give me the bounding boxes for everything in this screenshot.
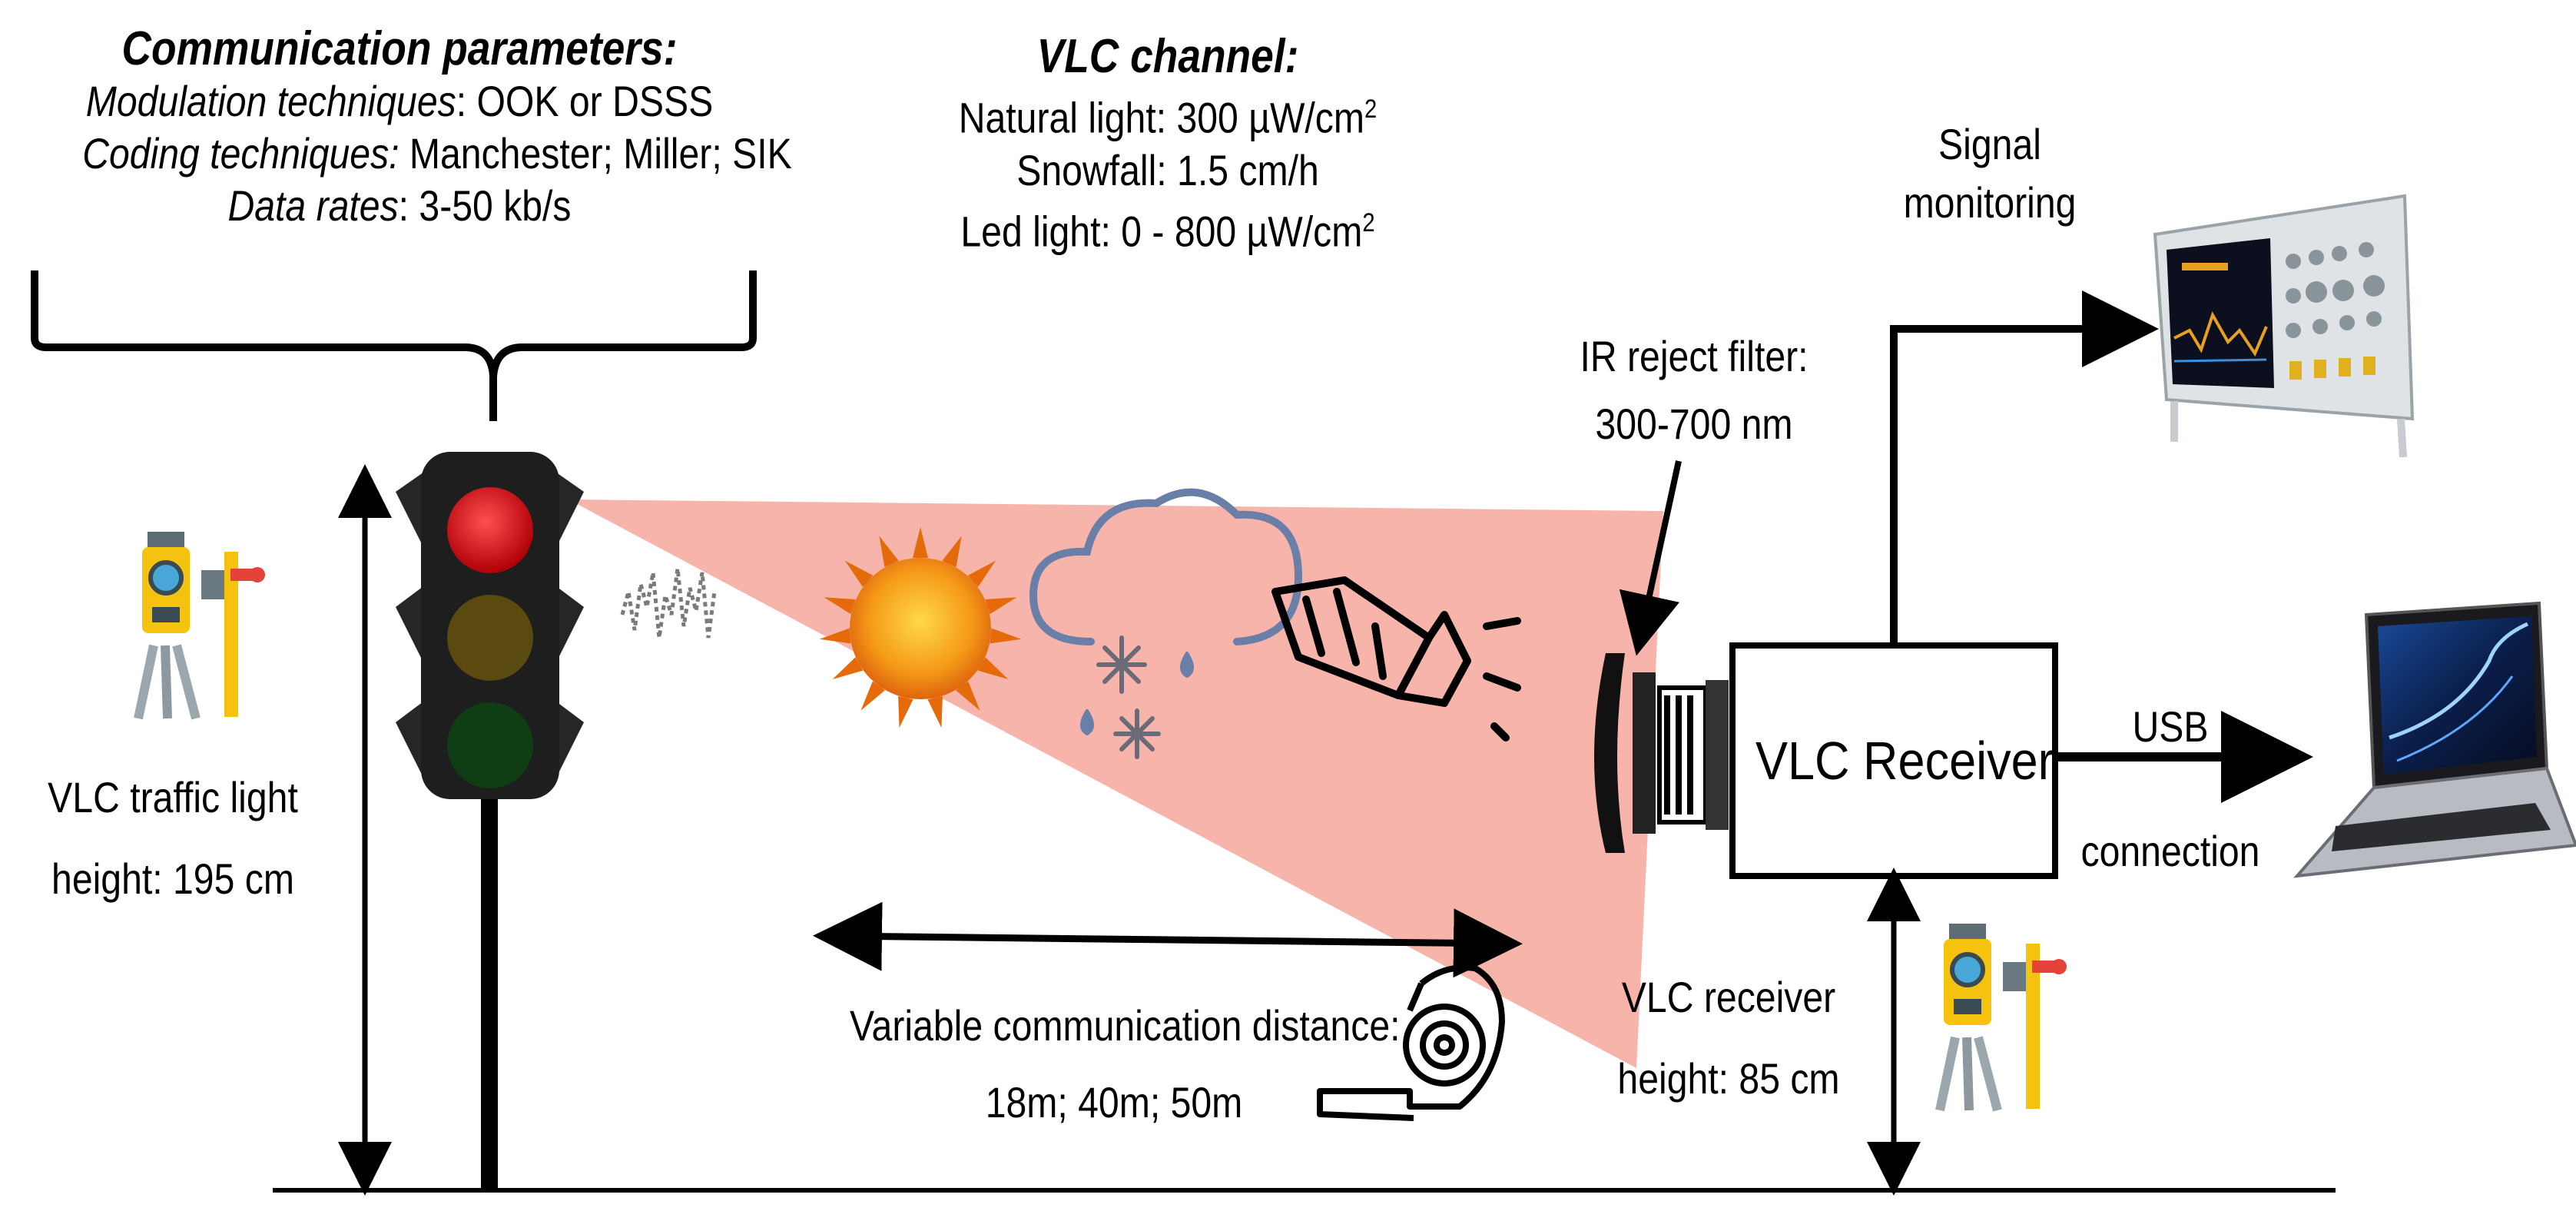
coding-value: Manchester; Miller; SIK <box>399 129 792 178</box>
distance-arrow <box>813 901 1523 978</box>
natural-light-text: Natural light: 300 µW/cm <box>958 93 1364 142</box>
total-station-icon-right <box>1935 924 2067 1112</box>
parameters-brace <box>31 270 757 421</box>
light-beam <box>569 499 1663 1068</box>
signal-monitoring-arrow <box>1890 290 2159 645</box>
traffic-light-height-label: VLC traffic light height: 195 cm <box>25 757 322 920</box>
usb-line2: connection <box>2080 827 2260 875</box>
vlc-channel-block: VLC channel: Natural light: 300 µW/cm2 S… <box>950 31 1386 257</box>
total-station-icon-left <box>134 532 265 720</box>
usb-connection-label: USB connection <box>2061 665 2279 914</box>
vlc-receiver-label: VLC Receiver <box>1755 731 2054 791</box>
snow-cloud-icon <box>1029 488 1303 759</box>
vlc-receiver-box <box>1729 642 2058 879</box>
communication-parameters-block: Communication parameters: Modulation tec… <box>82 22 792 232</box>
receiver-height-line2: height: 85 cm <box>1617 1054 1840 1103</box>
sun-icon <box>819 527 1022 728</box>
modulation-line: Modulation techniques: OOK or DSSS <box>82 75 717 128</box>
ir-filter-line2: 300-700 nm <box>1595 400 1793 448</box>
flashlight-icon <box>1271 576 1521 742</box>
signal-monitoring-line1: Signal <box>1938 120 2041 168</box>
ir-filter-label: IR reject filter: 300-700 nm <box>1572 323 1816 458</box>
usb-line1: USB <box>2132 702 2209 751</box>
led-light-text: Led light: 0 - 800 µW/cm <box>960 207 1363 256</box>
communication-parameters-title: Communication parameters: <box>121 22 678 75</box>
modulation-value: : OOK or DSSS <box>456 77 714 125</box>
signal-wave-icon <box>620 568 717 639</box>
traffic-light-height-line2: height: 195 cm <box>51 854 294 903</box>
measuring-tape-icon <box>1317 964 1505 1121</box>
natural-light-superscript: 2 <box>1364 95 1378 124</box>
ir-filter-line1: IR reject filter: <box>1580 332 1809 380</box>
snowfall-line: Snowfall: 1.5 cm/h <box>1016 145 1319 194</box>
distance-line2: 18m; 40m; 50m <box>985 1078 1243 1126</box>
led-light-superscript: 2 <box>1362 207 1375 237</box>
natural-light-line: Natural light: 300 µW/cm2 <box>950 83 1386 144</box>
laptop-icon <box>2293 601 2576 878</box>
led-light-line: Led light: 0 - 800 µW/cm2 <box>950 197 1386 258</box>
vlc-channel-title: VLC channel: <box>1036 30 1299 83</box>
receiver-height-label: VLC receiver height: 85 cm <box>1616 957 1841 1120</box>
signal-monitoring-line2: monitoring <box>1903 178 2077 227</box>
oscilloscope-icon <box>2153 194 2415 458</box>
receiver-height-line1: VLC receiver <box>1621 973 1836 1021</box>
coding-label: Coding techniques: <box>82 129 399 178</box>
signal-monitoring-label: Signal monitoring <box>1884 115 2095 232</box>
modulation-label: Modulation techniques <box>85 77 456 125</box>
communication-distance-label: Variable communication distance: 18m; 40… <box>850 987 1401 1141</box>
camera-lens-icon <box>1594 653 1729 853</box>
traffic-light-height-line1: VLC traffic light <box>48 773 298 821</box>
rates-label: Data rates <box>227 181 399 230</box>
coding-line: Coding techniques: Manchester; Miller; S… <box>82 128 792 180</box>
rates-line: Data rates: 3-50 kb/s <box>82 180 717 232</box>
ir-filter-arrow <box>1619 460 1682 656</box>
distance-line1: Variable communication distance: <box>850 1001 1401 1050</box>
traffic-light-icon <box>396 452 584 1190</box>
rates-value: : 3-50 kb/s <box>398 181 572 230</box>
